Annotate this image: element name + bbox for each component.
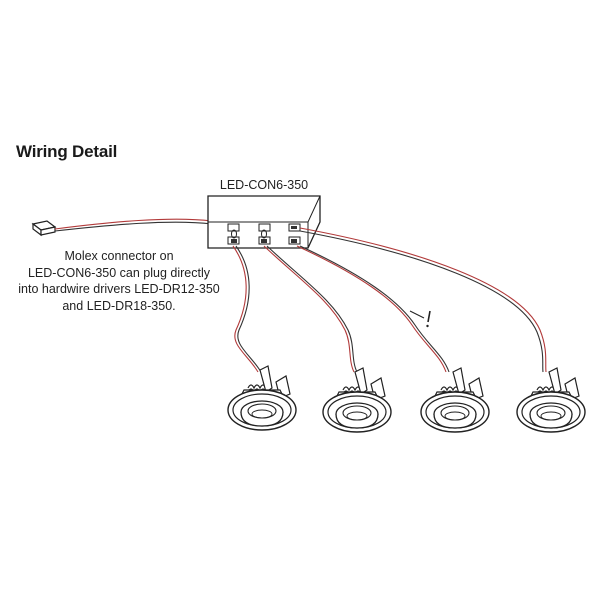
molex-note-line-4: and LED-DR18-350. <box>62 298 176 313</box>
molex-note-line-2: LED-CON6-350 can plug directly <box>27 265 211 280</box>
molex-input-wires <box>54 218 213 232</box>
molex-note: Molex connector on LED-CON6-350 can plug… <box>14 248 224 314</box>
connector-box <box>207 195 321 249</box>
recessed-light-1-icon <box>227 365 297 431</box>
molex-note-line-3: into hardwire drivers LED-DR12-350 <box>18 282 220 296</box>
molex-connector-icon <box>31 220 57 237</box>
recessed-light-4-icon <box>516 367 586 433</box>
molex-note-line-1: Molex connector on <box>64 249 174 263</box>
recessed-light-2-icon <box>322 367 392 433</box>
output-wires <box>232 227 547 373</box>
diagram-title: Wiring Detail <box>16 142 118 161</box>
connector-box-label: LED-CON6-350 <box>219 178 309 192</box>
exclamation-mark-icon <box>409 310 431 328</box>
recessed-light-3-icon <box>420 367 490 433</box>
